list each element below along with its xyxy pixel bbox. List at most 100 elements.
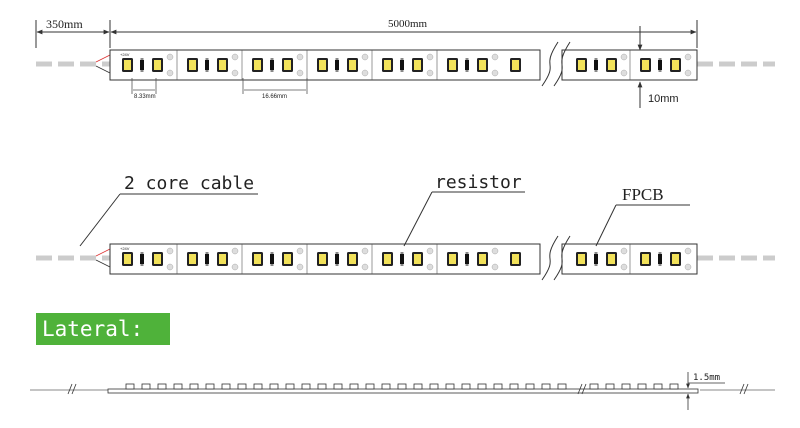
resistor: [140, 252, 144, 266]
solder-pad: [166, 263, 174, 271]
solder-pad: [361, 69, 369, 77]
led-chip: [447, 58, 458, 72]
resistor: [270, 58, 274, 72]
led-chip: [576, 58, 587, 72]
solder-pad: [426, 69, 434, 77]
lateral-led: [141, 383, 151, 390]
lateral-led: [173, 383, 183, 390]
solder-pad: [166, 247, 174, 255]
strip-width-label: 10mm: [648, 93, 679, 105]
wire-red: [95, 247, 113, 257]
lateral-break: [71, 383, 77, 395]
pitch-dimensions: [131, 78, 308, 94]
lateral-led: [461, 383, 471, 390]
solder-pad: [426, 247, 434, 255]
solder-pad: [684, 53, 692, 61]
lateral-led: [653, 383, 663, 390]
solder-pad: [491, 247, 499, 255]
led-chip: [252, 252, 263, 266]
resistor: [465, 252, 469, 266]
lateral-led: [589, 383, 599, 390]
wire-black: [95, 259, 113, 269]
resistor: [594, 252, 598, 266]
solder-pad: [231, 263, 239, 271]
lateral-led: [413, 383, 423, 390]
lateral-led: [397, 383, 407, 390]
led-chip: [122, 252, 133, 266]
solder-pad: [426, 53, 434, 61]
lateral-led: [189, 383, 199, 390]
lateral-led: [205, 383, 215, 390]
cable-callout: 2 core cable: [124, 173, 254, 194]
solder-pad: [684, 247, 692, 255]
solder-pad: [296, 263, 304, 271]
lateral-view: [30, 372, 775, 410]
resistor-callout: resistor: [435, 172, 522, 193]
solder-pad: [296, 69, 304, 77]
resistor: [140, 58, 144, 72]
led-chip: [576, 252, 587, 266]
lateral-led: [301, 383, 311, 390]
lateral-led: [605, 383, 615, 390]
lateral-led: [525, 383, 535, 390]
lateral-label: Lateral:: [36, 313, 170, 345]
led-chip: [640, 252, 651, 266]
lateral-led: [509, 383, 519, 390]
lateral-led: [445, 383, 455, 390]
solder-pad: [231, 53, 239, 61]
lateral-led: [541, 383, 551, 390]
wire-black: [95, 65, 113, 75]
lateral-led: [349, 383, 359, 390]
led-chip: [382, 58, 393, 72]
resistor: [658, 58, 662, 72]
strip-middle: +24V: [36, 235, 775, 281]
solder-pad: [620, 69, 628, 77]
thickness-label: 1.5mm: [693, 373, 720, 383]
lateral-break: [577, 383, 583, 395]
lateral-led: [669, 383, 679, 390]
solder-pad: [361, 53, 369, 61]
solder-pad: [684, 69, 692, 77]
lateral-break: [743, 383, 749, 395]
lateral-led: [621, 383, 631, 390]
led-chip: [510, 252, 521, 266]
lateral-led: [221, 383, 231, 390]
lateral-led: [637, 383, 647, 390]
resistor: [400, 252, 404, 266]
led-chip: [477, 58, 488, 72]
led-chip: [382, 252, 393, 266]
lateral-led: [557, 383, 567, 390]
resistor: [335, 252, 339, 266]
solder-pad: [166, 69, 174, 77]
solder-pad: [620, 247, 628, 255]
led-chip: [606, 252, 617, 266]
lateral-pcb: [107, 388, 699, 394]
led-chip: [640, 58, 651, 72]
led-chip: [670, 58, 681, 72]
solder-pad: [296, 53, 304, 61]
solder-pad: [491, 53, 499, 61]
fpcb-callout: FPCB: [622, 185, 664, 204]
led-chip: [217, 252, 228, 266]
lateral-led: [381, 383, 391, 390]
led-chip: [152, 252, 163, 266]
resistor: [335, 58, 339, 72]
lateral-led: [237, 383, 247, 390]
resistor: [205, 252, 209, 266]
led-chip: [317, 252, 328, 266]
solder-pad: [684, 263, 692, 271]
solder-pad: [620, 263, 628, 271]
led-chip: [152, 58, 163, 72]
strip-top: +24V: [36, 41, 775, 87]
solder-pad: [361, 247, 369, 255]
solder-pad: [361, 263, 369, 271]
led-chip: [187, 58, 198, 72]
solder-pad: [426, 263, 434, 271]
resistor: [400, 58, 404, 72]
break-mark: [541, 235, 559, 281]
pcb-plus-mark: +24V: [120, 52, 130, 57]
led-chip: [477, 252, 488, 266]
solder-pad: [231, 247, 239, 255]
